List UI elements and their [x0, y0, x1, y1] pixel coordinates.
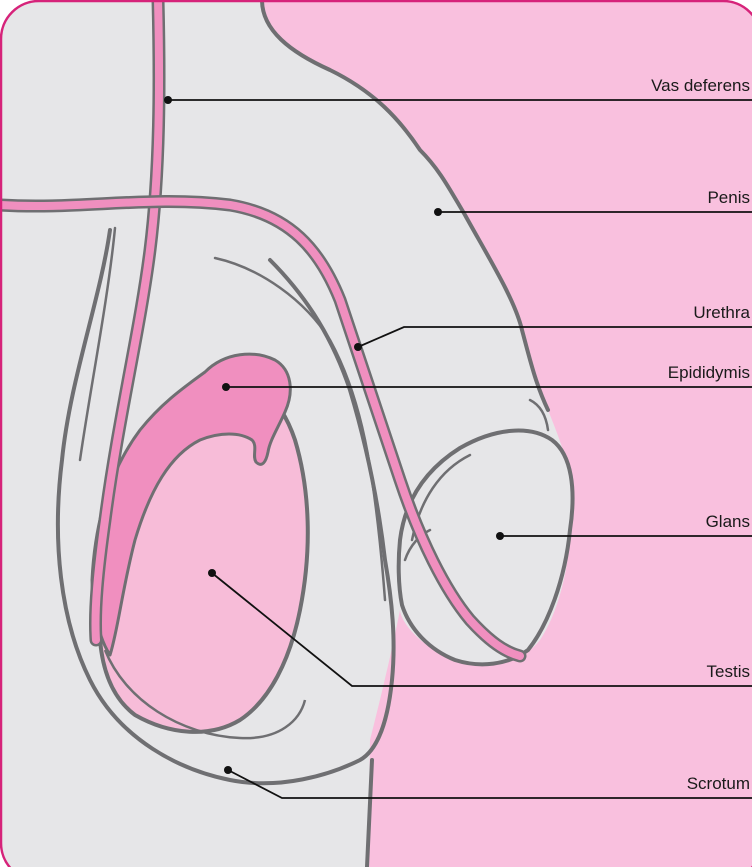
label-scrotum: Scrotum [687, 774, 750, 793]
label-epididymis: Epididymis [668, 363, 750, 382]
label-penis: Penis [707, 188, 750, 207]
label-urethra: Urethra [693, 303, 750, 322]
label-glans: Glans [706, 512, 750, 531]
label-vas-deferens: Vas deferens [651, 76, 750, 95]
label-testis: Testis [707, 662, 750, 681]
